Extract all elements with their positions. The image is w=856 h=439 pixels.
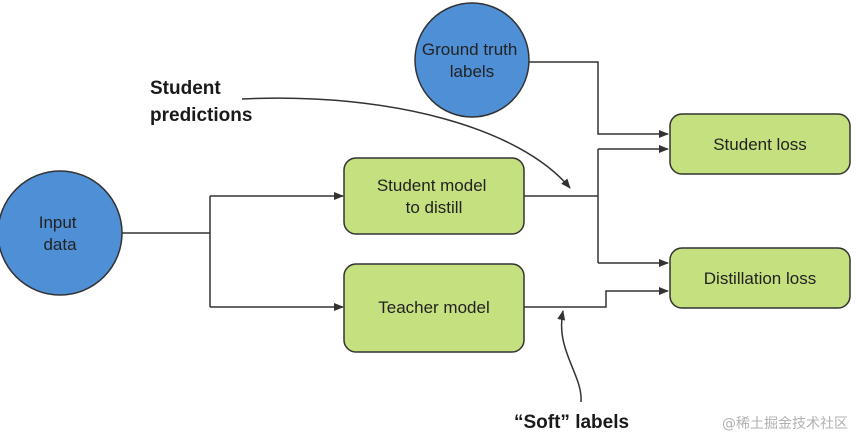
pointer-soft-labels	[557, 310, 582, 403]
input-data-label-line2: data	[43, 235, 77, 254]
ground-truth-circle	[414, 2, 530, 118]
connectors	[122, 61, 669, 403]
student-predictions-line2: predictions	[150, 105, 252, 126]
distillation-loss-node: Distillation loss	[669, 247, 851, 309]
soft-labels-annotation: “Soft” labels	[514, 412, 629, 433]
input-data-label-line1: Input	[39, 213, 77, 232]
teacher-model-box	[343, 263, 525, 353]
distillation-loss-box	[669, 247, 851, 309]
svg-text:Input data: Input data	[39, 213, 82, 254]
input-data-circle	[0, 170, 123, 296]
svg-text:Student loss: Student loss	[713, 135, 807, 154]
svg-text:Student model to distill: Student model to distill	[377, 176, 491, 217]
student-loss-label: Student loss	[713, 135, 807, 154]
student-model-box	[343, 157, 525, 235]
svg-text:Distillation loss: Distillation loss	[704, 269, 816, 288]
distillation-loss-label: Distillation loss	[704, 269, 816, 288]
ground-truth-label-line2: labels	[450, 62, 494, 81]
student-predictions-line1: Student	[150, 78, 221, 99]
watermark: @稀土掘金技术社区	[722, 416, 848, 432]
student-predictions-annotation: Student predictions	[150, 78, 252, 126]
student-model-label-line2: to distill	[406, 198, 463, 217]
input-data-node: Input data	[0, 170, 123, 296]
teacher-model-node: Teacher model	[343, 263, 525, 353]
arrow-teacher-to-distillation-loss	[524, 287, 669, 308]
student-model-node: Student model to distill	[343, 157, 525, 235]
ground-truth-labels-node: Ground truth labels	[414, 2, 530, 118]
student-model-label-line1: Student model	[377, 176, 487, 195]
ground-truth-label-line1: Ground truth	[422, 40, 517, 59]
arrow-groundtruth-to-student-loss	[526, 61, 669, 138]
teacher-model-label: Teacher model	[378, 298, 490, 317]
pointer-student-predictions	[241, 97, 571, 189]
student-loss-node: Student loss	[669, 113, 851, 175]
svg-text:Ground truth labels: Ground truth labels	[422, 40, 522, 81]
student-loss-box	[669, 113, 851, 175]
svg-text:Teacher model: Teacher model	[378, 298, 490, 317]
